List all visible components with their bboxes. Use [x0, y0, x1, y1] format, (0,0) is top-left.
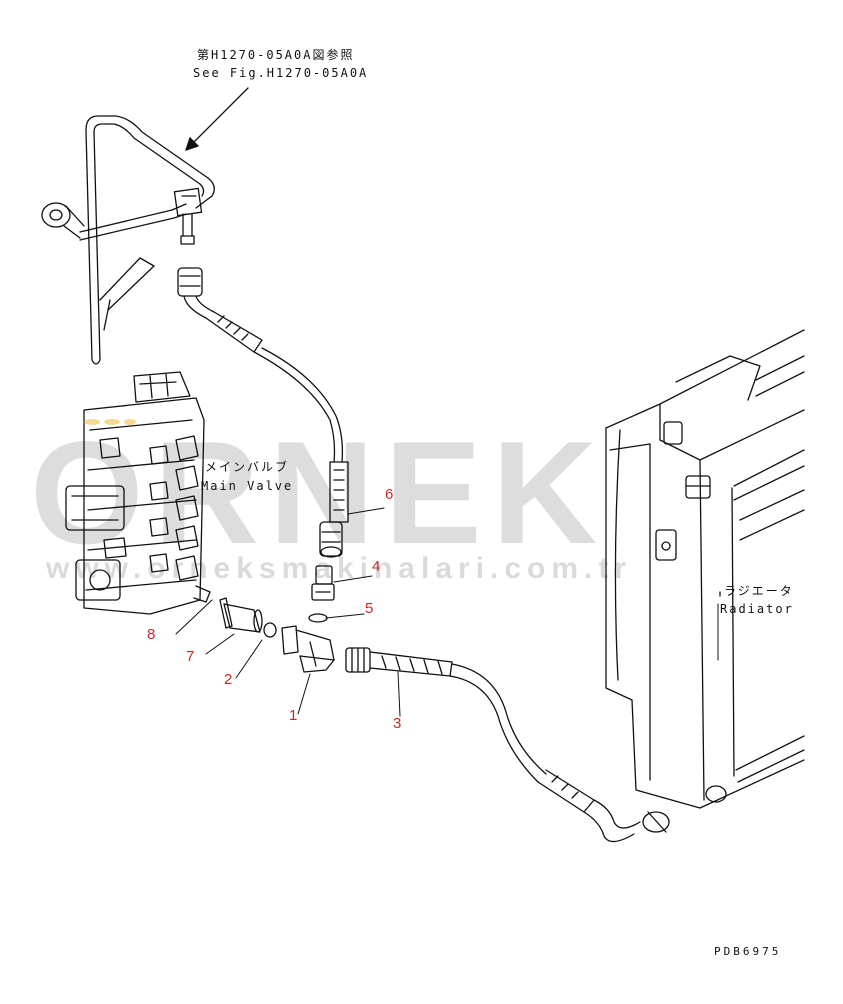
drawing-code: PDB6975: [714, 945, 782, 958]
part-number-8: 8: [147, 626, 156, 643]
part-number-1: 1: [289, 707, 298, 724]
watermark-brand: ORNEK: [30, 411, 608, 574]
leader-lines: [175, 507, 719, 717]
reference-leader-arrow: [185, 87, 249, 151]
part-2-o-ring: [263, 622, 277, 638]
upper-hose: [177, 267, 344, 463]
watermark-site: www.orneksmakinalari.com.tr: [46, 552, 633, 585]
part-number-3: 3: [393, 715, 402, 732]
upper-pipe-assembly: [41, 115, 215, 365]
watermark-accent: [84, 419, 136, 425]
part-6-fitting: [319, 461, 349, 558]
part-7-adapter: [219, 597, 263, 633]
part-3-hose: [345, 647, 670, 843]
radiator-label-jp: ラジエータ: [724, 584, 794, 598]
part-number-6: 6: [385, 486, 394, 503]
part-number-5: 5: [365, 600, 374, 617]
main-valve-label-en: Main Valve: [201, 479, 294, 493]
reference-label-en: See Fig.H1270-05A0A: [193, 66, 369, 80]
radiator-label-en: Radiator: [720, 602, 794, 616]
part-number-2: 2: [224, 671, 233, 688]
part-5-o-ring: [308, 613, 328, 623]
main-valve-block: [65, 371, 211, 615]
part-4-adapter: [311, 565, 335, 601]
radiator-body: [605, 329, 805, 809]
part-1-elbow: [281, 625, 335, 673]
reference-label-jp: 第H1270-05A0A図参照: [197, 48, 355, 62]
main-valve-label-jp: メインバルブ: [205, 460, 290, 474]
part-number-4: 4: [372, 558, 381, 575]
part-number-7: 7: [186, 648, 195, 665]
